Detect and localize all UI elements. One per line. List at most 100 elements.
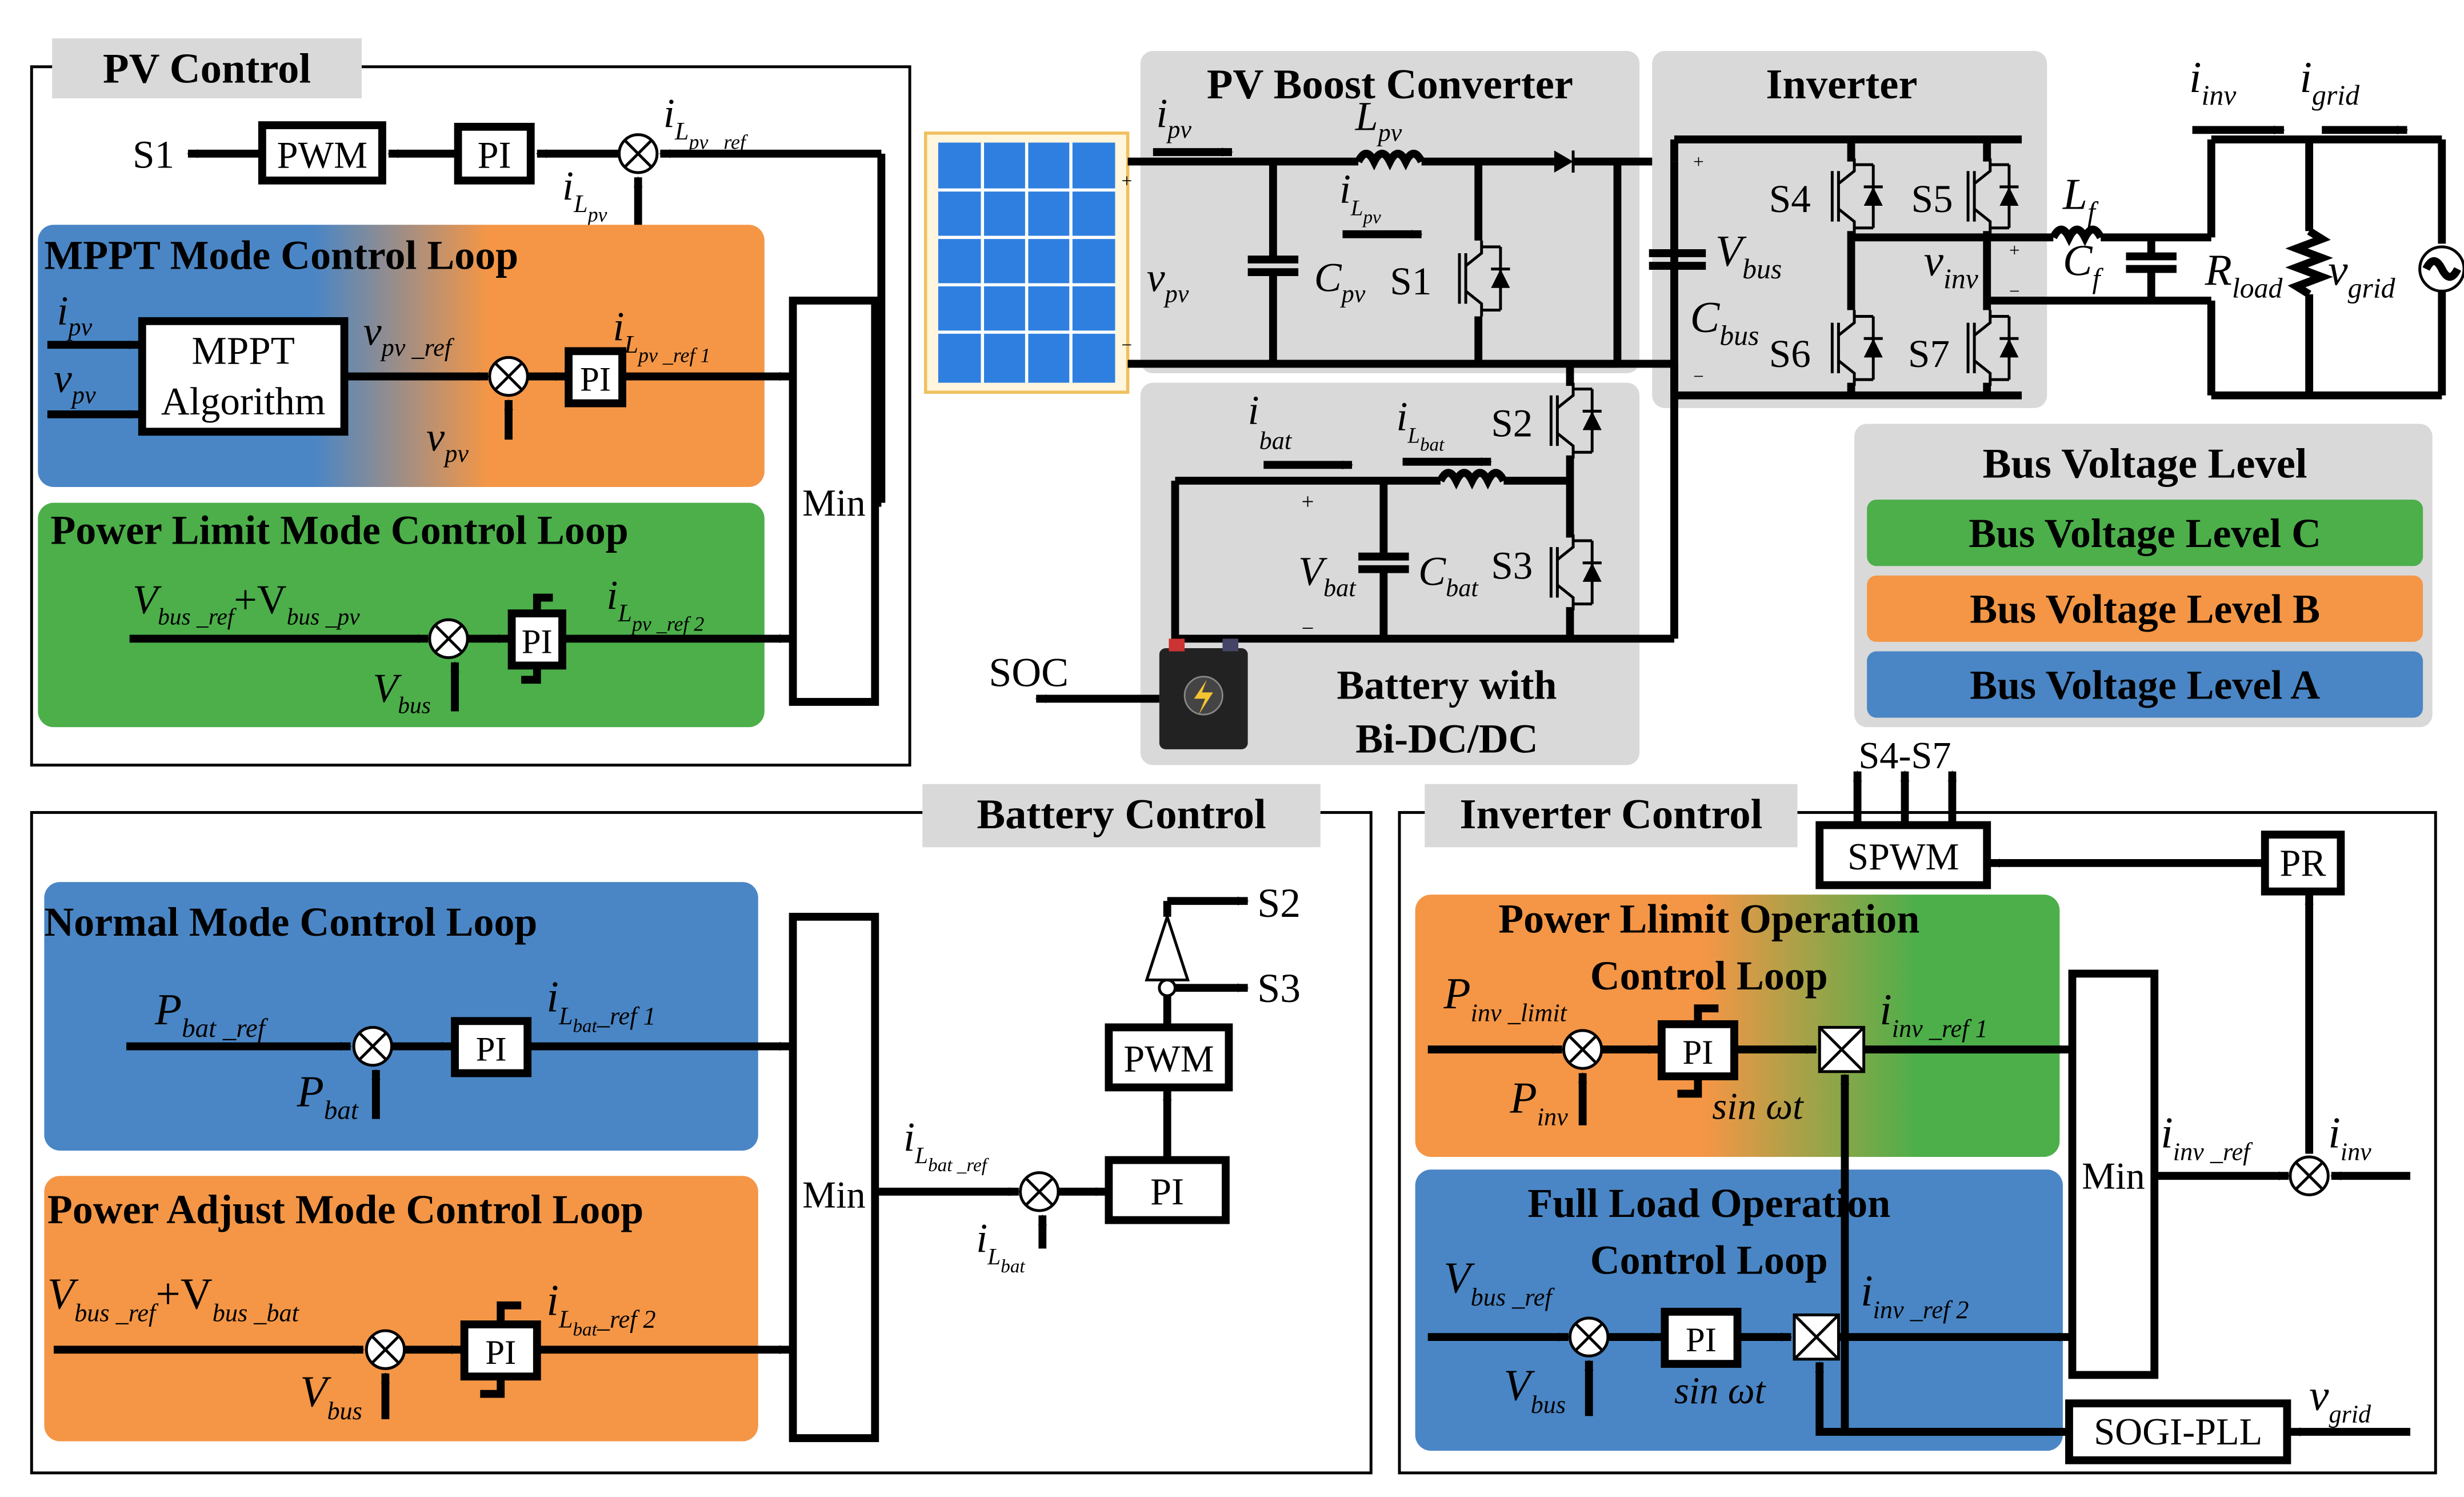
svg-text:Min: Min xyxy=(802,1174,866,1216)
normal-pi-block xyxy=(451,1017,532,1077)
svg-text:PR: PR xyxy=(2279,843,2326,884)
load-resistor-icon xyxy=(2285,227,2333,298)
pv-boost-title: PV Boost Converter xyxy=(1207,61,1573,108)
inverter-min-block xyxy=(2068,969,2159,1379)
inv-vgrid-input: vgrid xyxy=(2309,1370,2371,1428)
battery-control-panel: Battery Control Normal Mode Control Loop… xyxy=(30,784,1373,1475)
s3-label: S3 xyxy=(1491,543,1533,587)
filter-cf: Cf xyxy=(2063,236,2104,294)
svg-text:PI: PI xyxy=(478,135,511,177)
legend-level-b-swatch xyxy=(1867,575,2423,642)
svg-text:+: + xyxy=(1122,170,1133,191)
inverter-s4-s7-output: S4-S7 xyxy=(1858,735,1951,777)
grid-iinv: iinv xyxy=(2189,53,2237,111)
svg-text:−: − xyxy=(1302,617,1314,641)
battery-fb-label: iLbat xyxy=(976,1215,1025,1277)
normal-pbat-fb: Pbat xyxy=(297,1067,359,1125)
battery-s2-output: S2 xyxy=(1257,880,1301,926)
pv-power-limit-ref: Vbus _ref+Vbus _pv xyxy=(133,577,360,629)
battery-min-block xyxy=(789,912,879,1442)
inv-plimit-fb: Pinv xyxy=(1509,1073,1568,1131)
pv-boost-lpv: Lpv xyxy=(1355,93,1402,146)
mppt-ipv-input: ipv xyxy=(57,288,93,341)
battery-cbat: Cbat xyxy=(1418,548,1479,601)
svg-text:PI: PI xyxy=(476,1030,507,1068)
inv-full-sum xyxy=(1570,1318,1608,1356)
normal-mode-title: Normal Mode Control Loop xyxy=(44,899,537,945)
pv-array-icon: + − xyxy=(924,131,1133,394)
pv-power-limit-out: iLpv _ref 2 xyxy=(606,572,704,636)
svg-text:+: + xyxy=(1693,151,1704,173)
pv-control-title: PV Control xyxy=(103,45,311,92)
mppt-vref-label: vpv _ref xyxy=(363,308,455,361)
mppt-sum-junction xyxy=(490,357,527,395)
pv-s1-output: S1 xyxy=(133,133,174,177)
pv-boost-cpv: Cpv xyxy=(1314,254,1366,308)
svg-text:−: − xyxy=(1693,366,1704,388)
legend-level-b: Bus Voltage Level B xyxy=(1970,586,2320,632)
legend-title: Bus Voltage Level xyxy=(1983,440,2307,487)
inv-plimit-ref: Pinv _limit xyxy=(1443,969,1567,1027)
inv-plimit-sin: sin ωt xyxy=(1712,1086,1804,1128)
pv-control-panel: PV Control S1 PWM PI iLpv _ref iLpv MPPT… xyxy=(30,38,911,767)
battery-sum-junction xyxy=(1021,1173,1058,1211)
pv-boost-ipv: ipv xyxy=(1156,90,1191,143)
inverter-control-title: Inverter Control xyxy=(1459,791,1762,838)
inverter-circuit: Inverter + − Vbus Cbus S4 S5 S6 S7 vinv … xyxy=(1649,51,2464,408)
inverter-sum-junction xyxy=(2290,1157,2328,1195)
mppt-algorithm-block xyxy=(138,317,349,436)
load-rload: Rload xyxy=(2205,245,2283,304)
spwm-block xyxy=(1815,821,1991,889)
legend-level-c-swatch xyxy=(1867,500,2423,566)
inv-full-fb: Vbus xyxy=(1503,1361,1566,1419)
inv-full-multiplier xyxy=(1794,1315,1838,1359)
inv-full-pi-block xyxy=(1661,1307,1742,1368)
svg-text:PWM: PWM xyxy=(277,135,367,177)
adjust-sum-junction xyxy=(366,1331,404,1368)
mppt-out-label: iLpv _ref 1 xyxy=(613,304,710,367)
legend-level-c: Bus Voltage Level C xyxy=(1969,510,2321,556)
battery-circuit: S2 S3 ibat iLbat + − Vbat Cbat SOC Batte… xyxy=(989,360,1678,765)
legend-level-a-swatch xyxy=(1867,651,2423,718)
pr-block xyxy=(2261,831,2345,896)
grid-igrid: igrid xyxy=(2300,53,2360,111)
svg-text:PI: PI xyxy=(1686,1321,1717,1359)
inv-power-limit-title-2: Control Loop xyxy=(1590,953,1828,999)
grid-vgrid: vgrid xyxy=(2328,245,2395,304)
inverter-title: Inverter xyxy=(1766,61,1917,108)
inverter-cbus: Cbus xyxy=(1690,293,1759,351)
adjust-vbus-fb: Vbus xyxy=(300,1367,362,1425)
adjust-out-label: iLbat_ref 2 xyxy=(546,1275,655,1340)
pv-fb-label: iLpv xyxy=(562,163,607,226)
inv-full-sin: sin ωt xyxy=(1674,1370,1766,1412)
pv-ref-label: iLpv _ref xyxy=(663,90,749,154)
battery-s3-output: S3 xyxy=(1257,965,1301,1011)
svg-text:+: + xyxy=(1302,490,1314,514)
mppt-vpv-input: vpv xyxy=(54,356,96,409)
s7-label: S7 xyxy=(1908,332,1950,376)
s4-label: S4 xyxy=(1769,177,1811,221)
inv-full-load-title-1: Full Load Operation xyxy=(1527,1180,1890,1226)
battery-vbat: Vbat xyxy=(1298,548,1357,601)
pv-boost-vpv: vpv xyxy=(1147,254,1189,308)
pv-boost-ilpv: iLpv xyxy=(1339,166,1381,228)
legend-level-a: Bus Voltage Level A xyxy=(1970,662,2320,708)
battery-ilbat: iLbat xyxy=(1396,394,1445,456)
normal-mode-panel xyxy=(44,882,758,1151)
mppt-vfb-label: vpv xyxy=(426,414,469,467)
pv-power-limit-fb: Vbus xyxy=(373,665,431,718)
inv-plimit-out: iinv _ref 1 xyxy=(1879,985,1987,1043)
bus-voltage-legend: Bus Voltage Level Bus Voltage Level C Bu… xyxy=(1854,424,2433,728)
power-adjust-panel xyxy=(44,1176,758,1442)
svg-text:PI: PI xyxy=(1682,1033,1713,1072)
s2-label: S2 xyxy=(1491,401,1533,445)
inv-plimit-sum xyxy=(1563,1031,1601,1068)
s5-label: S5 xyxy=(1911,177,1953,221)
svg-text:PI: PI xyxy=(485,1334,516,1372)
svg-text:PI: PI xyxy=(522,622,553,661)
adjust-ref-label: Vbus _ref+Vbus _bat xyxy=(47,1269,300,1327)
battery-soc: SOC xyxy=(989,649,1069,695)
normal-out-label: iLbat_ref 1 xyxy=(546,972,655,1037)
inverter-vbus: Vbus xyxy=(1715,226,1782,285)
